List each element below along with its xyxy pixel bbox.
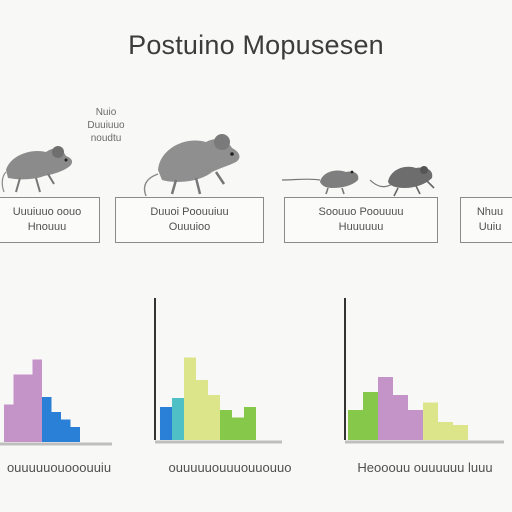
bar — [23, 374, 33, 442]
bar — [42, 397, 52, 442]
page-title: Postuino Mopusesen — [128, 30, 384, 60]
box-line-2: Huuuuuu — [338, 221, 384, 233]
bar — [208, 395, 220, 440]
bar — [32, 359, 42, 442]
bar — [4, 404, 14, 442]
mouse-illustration-2 — [143, 134, 240, 197]
bar — [13, 374, 23, 442]
bar — [184, 357, 196, 440]
bar — [423, 402, 438, 440]
note-line: Duuiuuo — [87, 120, 125, 131]
bar — [196, 380, 208, 440]
bar — [160, 407, 172, 440]
chart-caption-2: ouuuuuouuuouuouuo — [168, 460, 292, 475]
box-line-2: Uuiu — [478, 221, 502, 233]
annotation-note: Nuio Duuiuuo noudtu — [74, 106, 138, 145]
chart-caption-1: ouuuuuouooouuiu — [6, 460, 112, 475]
note-line: noudtu — [90, 133, 122, 144]
bar — [61, 419, 71, 442]
bar — [232, 417, 244, 440]
note-line: Nuio — [95, 107, 117, 118]
box-line-1: Duuoi Poouuiuu — [150, 206, 229, 218]
bar — [51, 412, 61, 442]
bar — [393, 395, 408, 440]
box-line-2: Hnouuu — [27, 221, 67, 233]
bar — [453, 425, 468, 440]
bar — [408, 410, 423, 440]
bar — [363, 392, 378, 440]
label-box-2: Duuoi Poouuiuu Ouuuioo — [115, 197, 264, 243]
bar — [438, 422, 453, 440]
bar — [348, 410, 363, 440]
label-box-4: Nhuu Uuiu — [460, 197, 512, 243]
mouse-illustration-1 — [1, 146, 73, 193]
bar — [244, 407, 256, 440]
box-line-1: Soouuo Poouuuu — [318, 206, 404, 218]
bar-chart-2 — [154, 298, 282, 444]
bar-chart-3 — [344, 298, 504, 444]
label-box-3: Soouuo Poouuuu Huuuuuu — [284, 197, 438, 243]
label-box-1: Uuuiuuo oouo Hnouuu — [0, 197, 100, 243]
bar-chart-1 — [0, 359, 112, 446]
bar — [220, 410, 232, 440]
bar — [378, 377, 393, 440]
bar — [172, 398, 184, 440]
mouse-illustration-3 — [282, 170, 359, 195]
chart-caption-3: Heooouu ouuuuuu luuu — [357, 460, 493, 475]
box-line-1: Uuuiuuo oouo — [12, 206, 82, 218]
mouse-illustration-4 — [369, 166, 435, 197]
box-line-2: Ouuuioo — [168, 221, 211, 233]
bar — [70, 427, 80, 442]
box-line-1: Nhuu — [476, 206, 504, 218]
